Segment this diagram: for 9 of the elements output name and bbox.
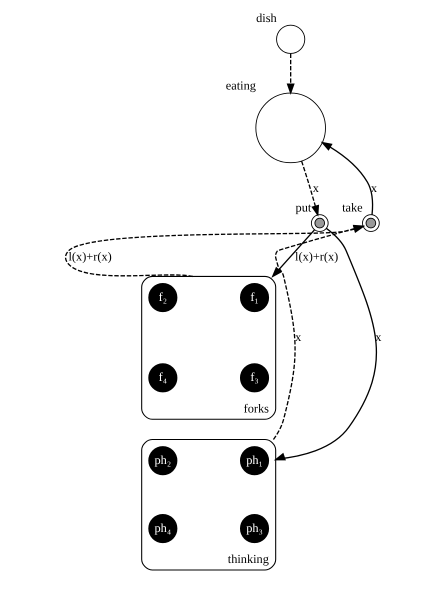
node-label: dish [256,10,277,25]
node-label: put [296,200,312,214]
edge-label: l(x)+r(x) [68,250,112,264]
node-label: take [342,200,363,214]
edge-label: l(x)+r(x) [295,250,338,264]
edge-label: x [312,180,319,195]
edge-label: x [295,330,302,344]
node-label: eating [226,78,256,93]
edge-label: x [370,180,378,195]
